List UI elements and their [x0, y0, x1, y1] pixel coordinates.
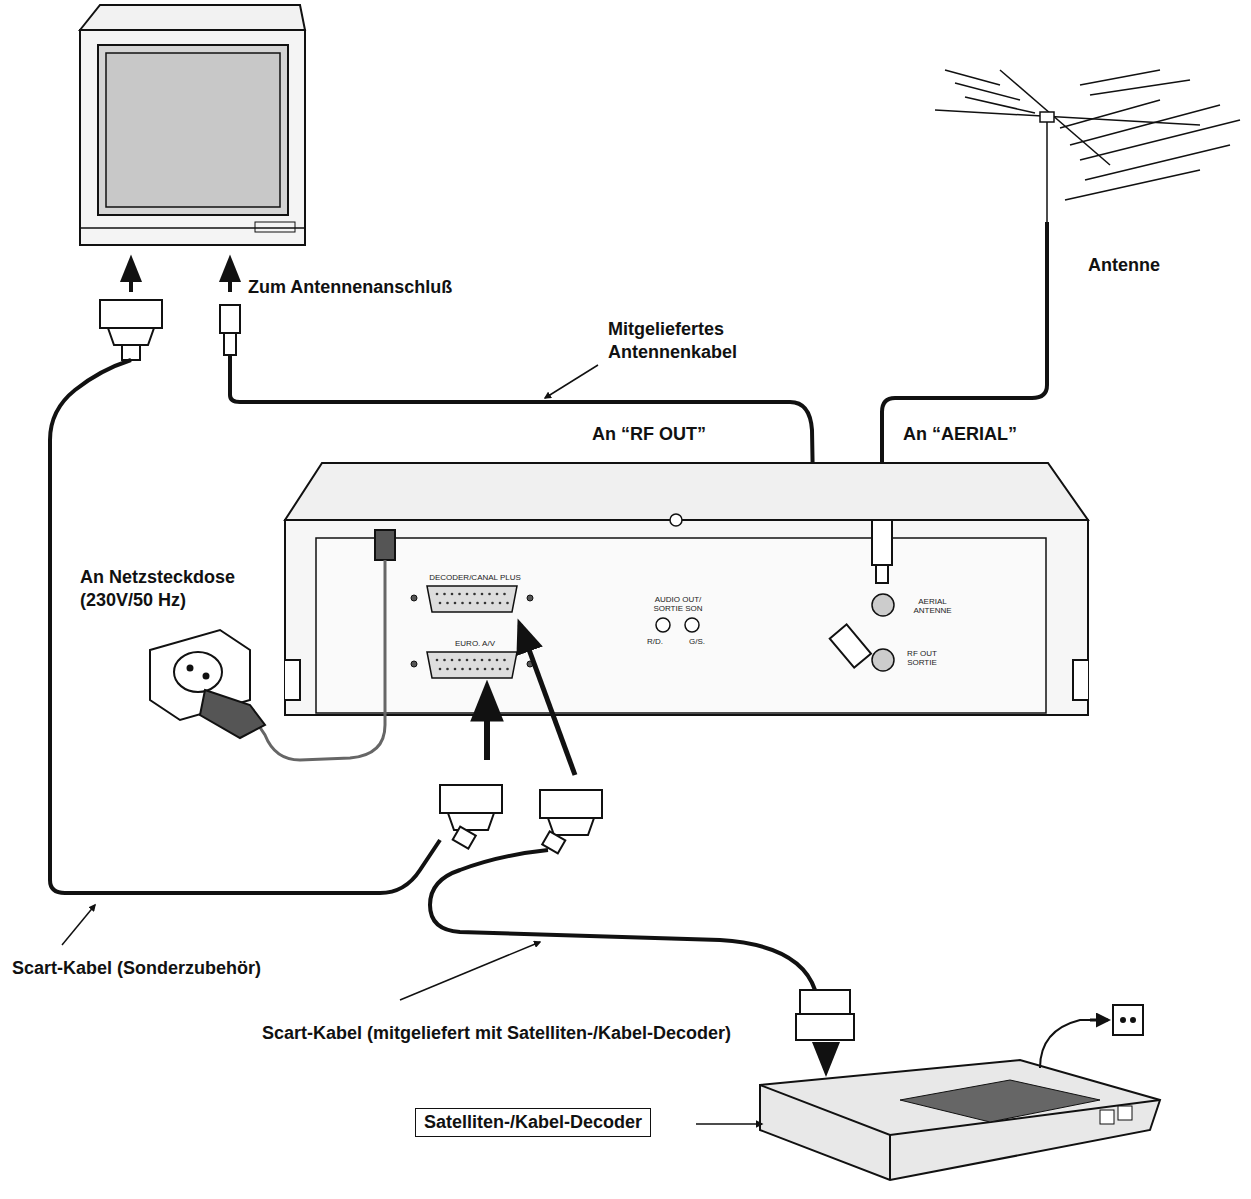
socket-pin — [458, 593, 461, 596]
socket-pin — [466, 659, 469, 662]
panel-label: G/S. — [687, 638, 707, 647]
antenna — [935, 70, 1240, 222]
socket-pin — [436, 593, 439, 596]
socket-pin — [503, 593, 506, 596]
decoder-box — [760, 1005, 1160, 1180]
socket-pin — [506, 602, 509, 605]
socket-pin — [488, 659, 491, 662]
television — [80, 5, 305, 245]
socket-pin — [454, 668, 457, 671]
scart-plug — [540, 790, 602, 853]
callout-label: Zum Antennenanschluß — [248, 276, 452, 299]
socket-pin — [481, 593, 484, 596]
callout-label: An Netzsteckdose (230V/50 Hz) — [80, 566, 255, 613]
socket-pin — [496, 593, 499, 596]
socket-pin — [469, 602, 472, 605]
panel-label: AERIAL ANTENNE — [905, 598, 960, 616]
socket-pin — [458, 659, 461, 662]
socket-pin — [469, 668, 472, 671]
callout-label: Antenne — [1088, 254, 1160, 277]
socket-pin — [503, 659, 506, 662]
socket-pin — [473, 659, 476, 662]
socket-pin — [506, 668, 509, 671]
socket-pin — [443, 593, 446, 596]
socket-pin — [446, 668, 449, 671]
scart-plug — [440, 785, 502, 849]
callout-label: An “AERIAL” — [903, 423, 1017, 446]
antenna-plug — [220, 305, 240, 355]
socket-pin — [436, 659, 439, 662]
socket-pin — [499, 602, 502, 605]
scart-plug — [796, 990, 854, 1040]
socket-pin — [484, 602, 487, 605]
panel-label: DECODER/CANAL PLUS — [420, 574, 530, 583]
socket-pin — [466, 593, 469, 596]
socket-pin — [476, 602, 479, 605]
socket-pin — [451, 593, 454, 596]
label-box: Satelliten-/Kabel-Decoder — [415, 1108, 651, 1137]
callout-label: Mitgeliefertes Antennenkabel — [608, 318, 798, 365]
panel-label: AUDIO OUT/ SORTIE SON — [648, 596, 708, 614]
socket-pin — [461, 668, 464, 671]
socket-pin — [499, 668, 502, 671]
antenna-plug — [872, 520, 892, 583]
socket-pin — [454, 602, 457, 605]
socket-pin — [439, 602, 442, 605]
socket-pin — [488, 593, 491, 596]
panel-label: EURO. A/V — [440, 640, 510, 649]
antenna-plug — [830, 624, 871, 667]
callout-label: Scart-Kabel (mitgeliefert mit Satelliten… — [262, 1022, 742, 1045]
callout-label: Scart-Kabel (Sonderzubehör) — [12, 957, 261, 980]
panel-label: RF OUT SORTIE — [902, 650, 942, 668]
socket-pin — [476, 668, 479, 671]
panel-label: R/D. — [645, 638, 665, 647]
wall-socket — [150, 630, 265, 738]
scart-plug — [100, 300, 162, 360]
box-text: Satelliten-/Kabel-Decoder — [424, 1112, 642, 1133]
callout-label: An “RF OUT” — [592, 423, 706, 446]
socket-pin — [451, 659, 454, 662]
socket-pin — [481, 659, 484, 662]
socket-pin — [443, 659, 446, 662]
socket-pin — [491, 602, 494, 605]
socket-pin — [496, 659, 499, 662]
socket-pin — [473, 593, 476, 596]
video-recorder — [285, 463, 1088, 715]
socket-pin — [439, 668, 442, 671]
socket-pin — [484, 668, 487, 671]
socket-pin — [446, 602, 449, 605]
socket-pin — [461, 602, 464, 605]
socket-pin — [491, 668, 494, 671]
